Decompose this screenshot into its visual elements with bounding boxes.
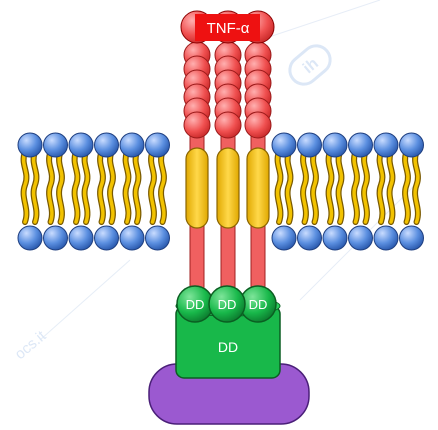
phospholipid <box>374 133 398 250</box>
lipid-head <box>400 133 424 157</box>
phospholipid <box>120 133 144 250</box>
lipid-head <box>400 226 424 250</box>
dd-label: DD <box>186 297 205 312</box>
lipid-head <box>272 133 296 157</box>
lipid-head <box>323 226 347 250</box>
phospholipid <box>18 133 42 250</box>
lipid-head <box>374 226 398 250</box>
phospholipid <box>298 133 322 250</box>
lipid-head <box>298 226 322 250</box>
lipid-head <box>272 226 296 250</box>
lipid-head <box>298 133 322 157</box>
lipid-head <box>95 226 119 250</box>
receptor-bead <box>184 112 210 138</box>
receptor-bead <box>245 112 271 138</box>
phospholipid <box>69 133 93 250</box>
receptor-chain <box>245 42 271 300</box>
watermark-logo-icon: ih <box>284 40 336 90</box>
watermark-text: ocs.it <box>12 327 50 363</box>
receptor-death-domains: DD DD DD <box>177 286 276 322</box>
phospholipid <box>349 133 373 250</box>
lipid-head <box>120 133 144 157</box>
lipid-head <box>146 133 170 157</box>
large-dd-label: DD <box>218 339 238 355</box>
ligand-label: TNF-α <box>207 20 250 37</box>
watermark-logo-text: ih <box>300 55 322 77</box>
dd-label: DD <box>249 297 268 312</box>
phospholipid <box>272 133 296 250</box>
lipid-head <box>120 226 144 250</box>
lipid-head <box>69 226 93 250</box>
transmembrane-domain <box>217 148 239 228</box>
receptor-chain <box>184 42 210 300</box>
lipid-head <box>95 133 119 157</box>
lipid-head <box>69 133 93 157</box>
lipid-head <box>146 226 170 250</box>
lipid-head <box>18 226 42 250</box>
phospholipid <box>146 133 170 250</box>
lipid-head <box>374 133 398 157</box>
lipid-head <box>44 133 68 157</box>
lipid-head <box>18 133 42 157</box>
lipid-head <box>349 226 373 250</box>
tnf-alpha-ligand: TNF-α <box>181 11 274 43</box>
dd-label: DD <box>218 297 237 312</box>
phospholipid <box>400 133 424 250</box>
phospholipid <box>95 133 119 250</box>
receptor-bead <box>215 112 241 138</box>
lipid-head <box>44 226 68 250</box>
transmembrane-domain <box>186 148 208 228</box>
lipid-head <box>323 133 347 157</box>
lipid-head <box>349 133 373 157</box>
transmembrane-domain <box>247 148 269 228</box>
tnf-receptor-trimer <box>184 42 271 300</box>
phospholipid <box>44 133 68 250</box>
receptor-chain <box>215 42 241 300</box>
phospholipid <box>323 133 347 250</box>
